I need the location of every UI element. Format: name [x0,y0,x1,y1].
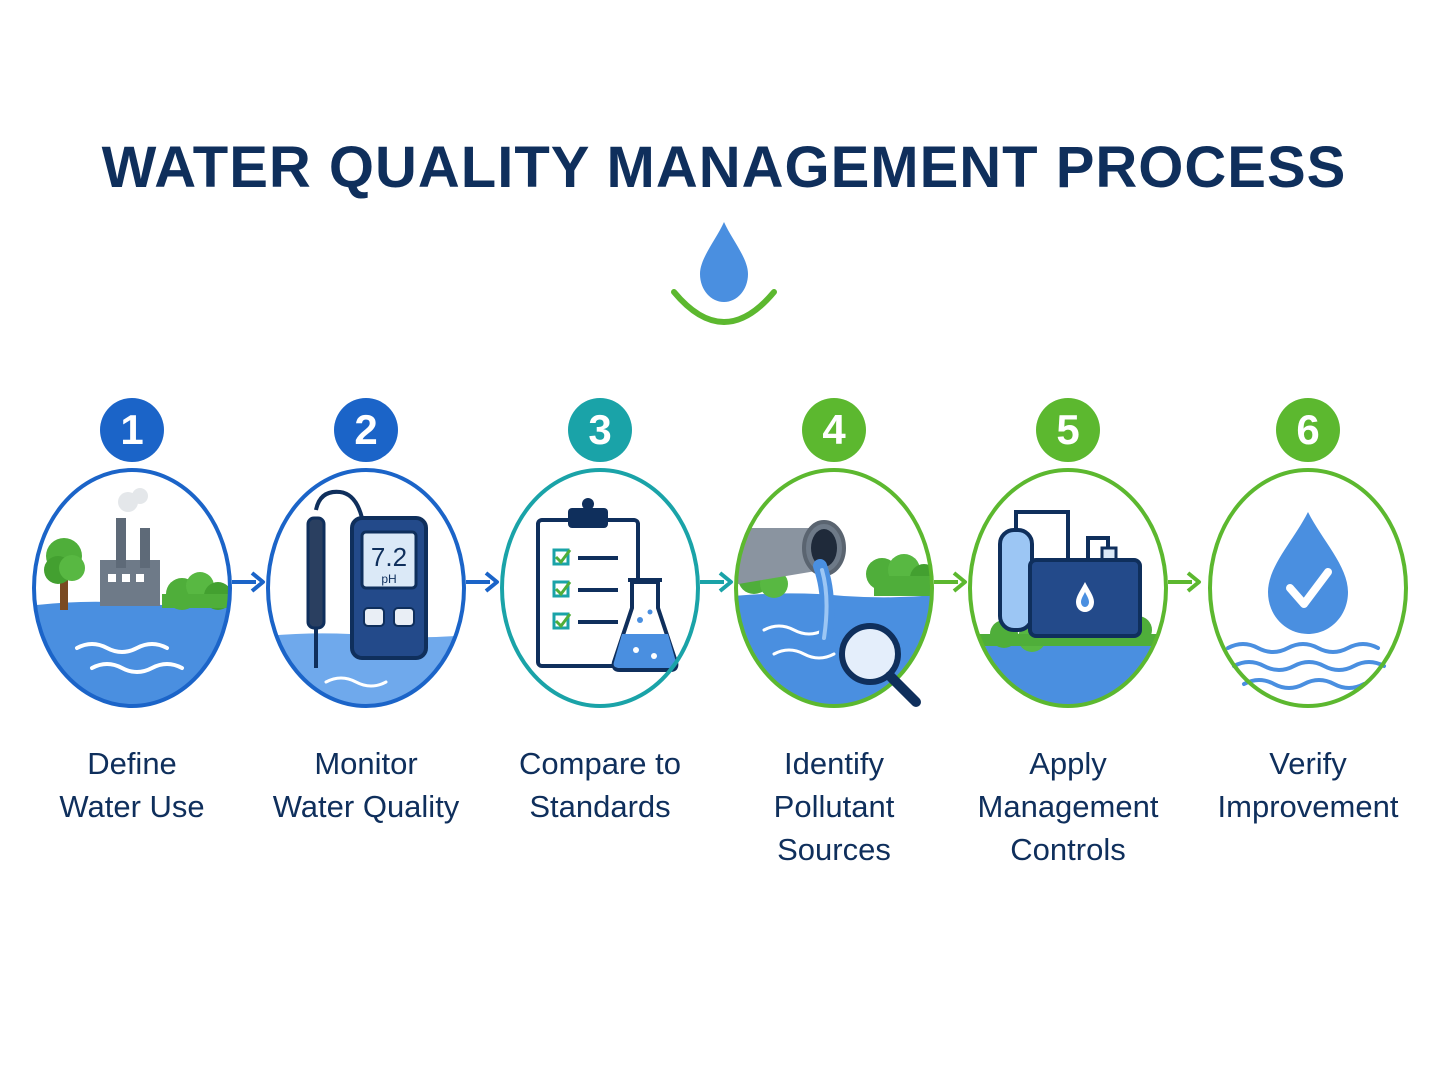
ph-meter-icon: 7.2 pH [266,468,466,708]
arrow-right-icon [700,571,733,593]
step-3: 3 Compare to Standards [490,390,710,880]
step-number-badge: 2 [334,398,398,462]
step-label: Identify Pollutant Sources [773,746,895,867]
arrow-right-icon [232,571,265,593]
arrow-right-icon [1168,571,1201,593]
step-label: Compare to Standards [519,746,681,824]
step-2: 2 7.2 pH Monitor Water Quality [256,390,476,880]
meter-unit-text: pH [381,572,396,586]
page-title: WATER QUALITY MANAGEMENT PROCESS [101,135,1347,200]
step-number-badge: 5 [1036,398,1100,462]
step-6: 6 Verify Improvement [1198,390,1418,880]
step-label: Define Water Use [59,746,205,824]
step-number-badge: 3 [568,398,632,462]
discharge-pipe-magnifier-icon [734,468,934,708]
process-steps: 1 [0,390,1448,910]
factory-landscape-icon [32,468,232,708]
step-number-badge: 6 [1276,398,1340,462]
water-drop-check-icon [1208,468,1408,708]
step-number-badge: 1 [100,398,164,462]
step-1: 1 [22,390,242,880]
step-5: 5 Apply Management Controls [958,390,1178,880]
arrow-right-icon [934,571,967,593]
step-label: Verify Improvement [1217,746,1399,824]
treatment-plant-icon [968,468,1168,708]
clipboard-flask-icon [500,468,700,708]
step-number-badge: 4 [802,398,866,462]
meter-value-text: 7.2 [371,542,407,572]
step-4: 4 [724,390,944,880]
step-label: Monitor Water Quality [272,746,460,824]
arrow-right-icon [466,571,499,593]
water-drop-logo-icon [671,222,777,325]
step-label: Apply Management Controls [977,746,1159,867]
